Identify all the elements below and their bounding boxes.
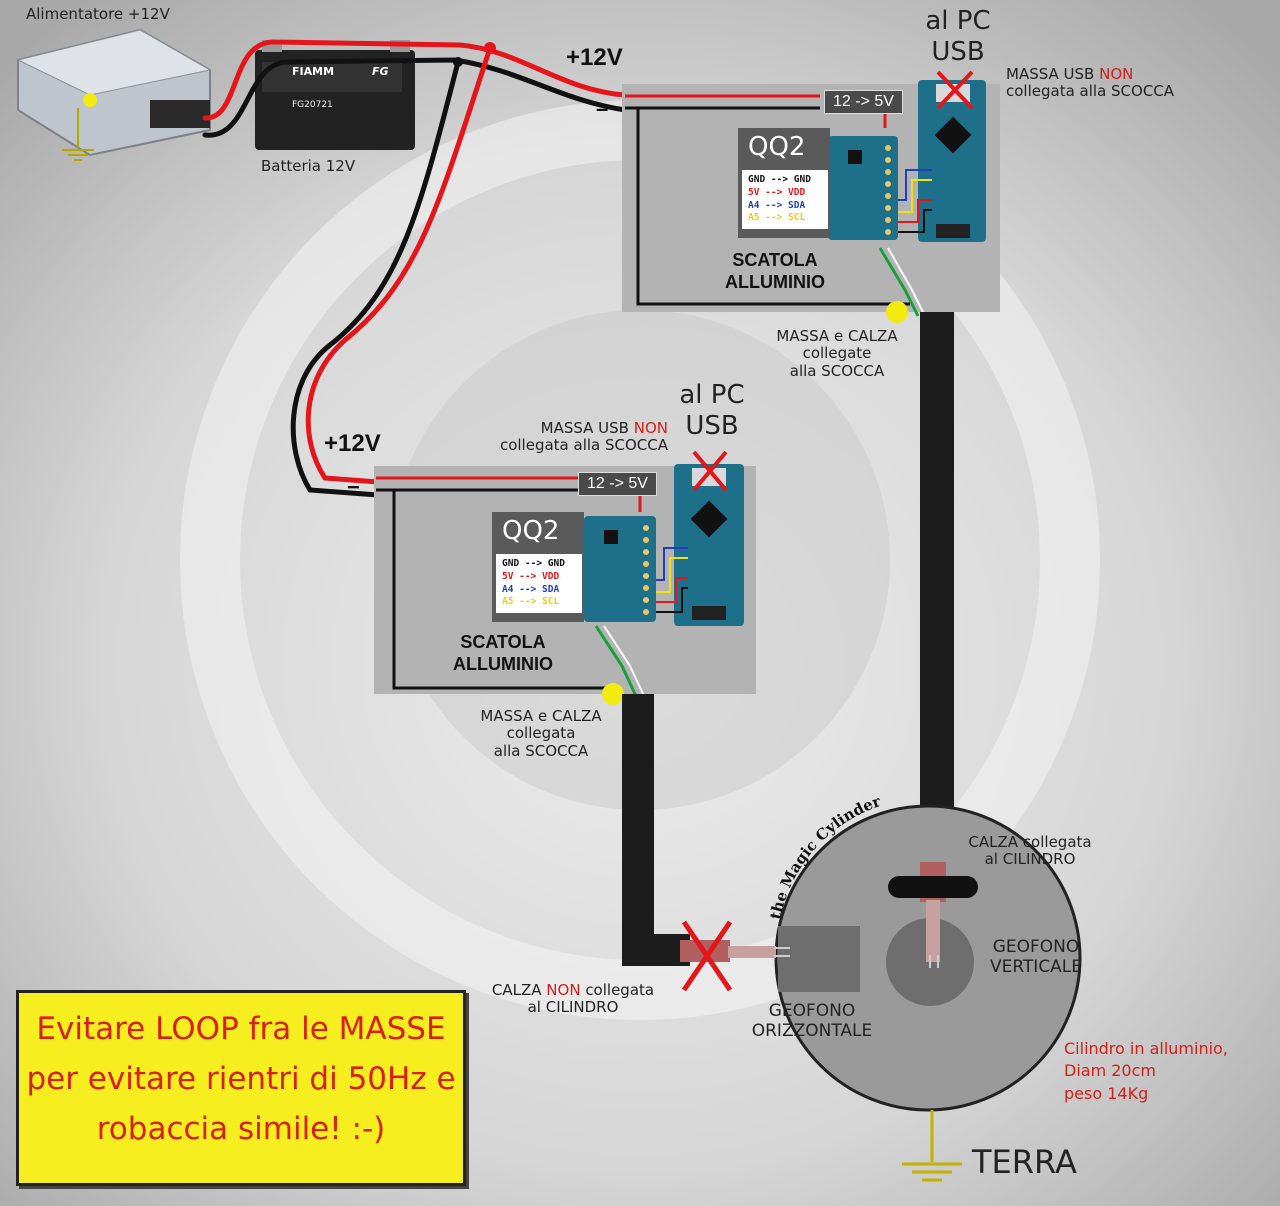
bottom-arduino-nano-icon: [674, 464, 744, 626]
top-pc-usb-label: al PC USB: [910, 6, 1006, 68]
top-box-wiring: [625, 94, 926, 317]
bottom-massa-calza-note: MASSA e CALZA collegata alla SCOCCA: [466, 707, 616, 760]
vertical-braid: [888, 862, 978, 968]
geofono-verticale-line1: GEOFONO: [992, 937, 1080, 957]
top-massa-usb-note: MASSA USB NON collegata alla SCOCCA: [1006, 65, 1175, 101]
bottom-massa-usb-note: MASSA USB NON collegata alla SCOCCA: [468, 419, 668, 455]
top-massa-calza-line2: collegate: [802, 344, 872, 363]
top-massa-calza-line3: alla SCOCCA: [789, 361, 885, 380]
top-pin-5v: 5V --> VDD: [748, 186, 806, 198]
battery-icon: [255, 40, 415, 150]
top-pin-gnd: GND --> GND: [748, 174, 811, 185]
top-massa-usb-text: MASSA USB: [1006, 65, 1100, 83]
bottom-pin-5v: 5V --> VDD: [502, 570, 560, 582]
top-massa-usb-non: NON: [1099, 65, 1134, 83]
warning-line2: per evitare rientri di 50Hz e: [26, 1061, 456, 1097]
top-massa-calza-line1: MASSA e CALZA: [776, 327, 898, 345]
top-signal-wires: [898, 169, 932, 233]
minus-bottom: =: [347, 478, 360, 503]
bottom-ground-marker: [602, 683, 624, 705]
bottom-qq2-panel: QQ2 GND --> GND 5V --> VDD A4 --> SDA A5…: [492, 512, 584, 622]
bottom-pin-a5: A5 --> SCL: [502, 596, 560, 608]
battery-model: FG20721: [292, 100, 333, 110]
power-supply-icon: [16, 28, 212, 161]
top-pin-table: GND --> GND 5V --> VDD A4 --> SDA A5 -->…: [742, 170, 828, 230]
top-pc-usb-line1: al PC: [925, 6, 991, 36]
calza-non-text2: collegata: [580, 981, 655, 999]
warning-box: Evitare LOOP fra le MASSE per evitare ri…: [16, 990, 466, 1186]
warning-line1: Evitare LOOP fra le MASSE: [36, 1011, 446, 1047]
bottom-box-title-line1: SCATOLA: [460, 632, 546, 652]
power-supply-label: Alimentatore +12V: [26, 5, 170, 23]
top-ads1115-icon: [828, 136, 898, 240]
geofono-verticale-line2: VERTICALE: [989, 956, 1083, 977]
bottom-qq2-title: QQ2: [502, 516, 560, 546]
bottom-converter-label: 12 -> 5V: [578, 472, 657, 496]
top-pin-a5: A5 --> SCL: [748, 212, 806, 224]
bottom-box-title: SCATOLA ALLUMINIO: [428, 632, 578, 675]
top-box-title-line2: ALLUMINIO: [725, 271, 825, 292]
battery-brand: FIAMM: [292, 65, 335, 78]
bottom-box-title-line2: ALLUMINIO: [453, 653, 553, 674]
cylinder-spec-line2: Diam 20cm: [1064, 1061, 1156, 1081]
calza-collegata-note: CALZA collegata al CILINDRO: [950, 833, 1110, 869]
bottom-pin-a4: A4 --> SDA: [502, 583, 560, 595]
top-box-title: SCATOLA ALLUMINIO: [700, 250, 850, 293]
top-qq2-panel: QQ2 GND --> GND 5V --> VDD A4 --> SDA A5…: [738, 128, 830, 238]
geofono-orizzontale-label: GEOFONO ORIZZONTALE: [734, 1001, 890, 1041]
calza-non-note: CALZA NON collegata al CILINDRO: [468, 981, 678, 1017]
bottom-pin-table: GND --> GND 5V --> VDD A4 --> SDA A5 -->…: [496, 554, 582, 614]
bottom-massa-usb-non: NON: [633, 419, 668, 437]
calza-collegata-line1: CALZA collegata: [968, 833, 1092, 851]
geofono-orizzontale-line1: GEOFONO: [768, 1001, 856, 1021]
bottom-massa-calza-line3: alla SCOCCA: [493, 741, 589, 760]
geofono-verticale-label: GEOFONO VERTICALE: [976, 937, 1096, 977]
cylinder-spec-note: Cilindro in alluminio, Diam 20cm peso 14…: [1064, 1038, 1228, 1105]
bottom-massa-usb-text: MASSA USB: [540, 419, 634, 437]
calza-non-line2: al CILINDRO: [527, 998, 619, 1017]
bottom-pc-usb-line1: al PC: [679, 380, 745, 410]
ground-symbol-icon: [902, 1110, 962, 1182]
top-massa-calza-note: MASSA e CALZA collegate alla SCOCCA: [762, 327, 912, 380]
minus-top: –: [596, 96, 609, 121]
top-converter-label: 12 -> 5V: [824, 90, 903, 114]
top-box-title-line1: SCATOLA: [732, 250, 818, 270]
battery-fg: FG: [372, 65, 389, 78]
top-usb-cross-mark-icon: [936, 70, 974, 110]
bottom-signal-wires: [656, 547, 688, 613]
top-massa-usb-line2: collegata alla SCOCCA: [1006, 82, 1175, 101]
horizontal-geophone: [778, 926, 860, 992]
plus12-bottom: +12V: [324, 430, 381, 457]
calza-non-text1: CALZA: [491, 981, 547, 999]
bottom-massa-usb-line2: collegata alla SCOCCA: [499, 436, 668, 455]
calza-collegata-line2: al CILINDRO: [984, 850, 1076, 869]
power-wires: [202, 39, 628, 498]
geofono-orizzontale-line2: ORIZZONTALE: [751, 1020, 873, 1041]
bottom-ads1115-icon: [584, 516, 656, 622]
bottom-pin-gnd: GND --> GND: [502, 558, 565, 569]
cylinder-spec-line3: peso 14Kg: [1064, 1083, 1149, 1103]
bottom-massa-calza-line1: MASSA e CALZA: [480, 707, 602, 725]
coax-cables: [622, 312, 954, 966]
bottom-pc-usb-label: al PC USB: [664, 380, 760, 442]
cylinder-spec-line1: Cilindro in alluminio,: [1064, 1039, 1228, 1058]
top-arduino-nano-icon: [918, 80, 986, 242]
top-pin-a4: A4 --> SDA: [748, 199, 806, 211]
top-ground-marker: [886, 301, 908, 323]
battery-label: Batteria 12V: [261, 157, 356, 175]
bottom-usb-cross-mark-icon: [692, 450, 728, 492]
bottom-box-wiring: [376, 476, 645, 697]
calza-non-non: NON: [546, 981, 581, 999]
bottom-pc-usb-line2: USB: [685, 411, 739, 442]
warning-line3: robaccia simile! :-): [96, 1111, 386, 1147]
top-pc-usb-line2: USB: [931, 37, 985, 68]
plus12-top: +12V: [566, 44, 623, 71]
top-qq2-title: QQ2: [748, 132, 806, 162]
bottom-massa-calza-line2: collegata: [506, 724, 576, 743]
calza-cross-mark-icon: [681, 920, 733, 992]
terra-label: TERRA: [972, 1143, 1077, 1181]
